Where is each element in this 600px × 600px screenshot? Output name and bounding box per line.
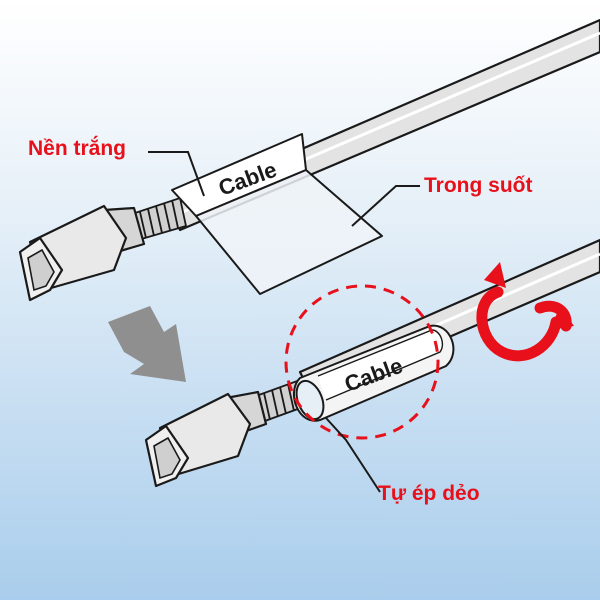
bottom-plug-socket	[153, 436, 181, 480]
diagonal-arrow-icon	[108, 306, 186, 382]
highlight-circle	[284, 284, 440, 440]
flat-label-transparent-area	[195, 169, 383, 295]
label-self-laminating: Tự ép dẻo	[378, 482, 480, 505]
rotate-arrow-icon	[476, 262, 574, 362]
leader-white-background	[148, 151, 205, 197]
annotation-transparent: Trong suốt	[351, 174, 533, 227]
leader-self-laminating	[325, 417, 381, 493]
label-transparent: Trong suốt	[424, 174, 533, 197]
annotation-white-background: Nền trắng	[28, 136, 205, 197]
annotation-self-laminating: Tự ép dẻo	[325, 417, 480, 505]
label-white-background: Nền trắng	[28, 136, 126, 160]
wrapped-label: Cable	[293, 324, 455, 422]
leader-transparent	[351, 185, 420, 227]
top-plug-socket	[27, 248, 55, 292]
